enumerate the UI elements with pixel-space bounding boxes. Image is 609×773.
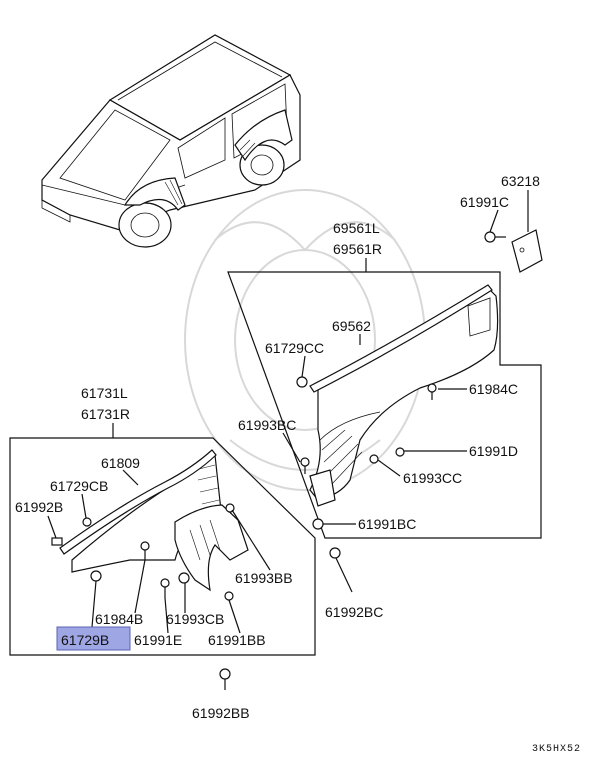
right-group-fasteners (296, 376, 437, 559)
label-69562[interactable]: 69562 (332, 318, 371, 334)
left-group-fasteners (51, 503, 235, 690)
front-flare-moulding-part (59, 449, 217, 555)
label-61984C[interactable]: 61984C (469, 381, 518, 397)
highlight-61729B (56, 626, 131, 651)
figure-code: 3K5HX52 (532, 744, 581, 755)
label-61729B[interactable]: 61729B (61, 632, 109, 648)
leader-lines (47, 190, 529, 634)
bracket-63218-part (484, 229, 543, 273)
label-61993CC[interactable]: 61993CC (403, 470, 462, 486)
label-69561R[interactable]: 69561R (333, 241, 382, 257)
label-61992B[interactable]: 61992B (15, 499, 63, 515)
label-61729CC[interactable]: 61729CC (265, 340, 324, 356)
label-61991BB[interactable]: 61991BB (208, 632, 266, 648)
front-flare-group-frame (9, 437, 316, 656)
label-61993BC[interactable]: 61993BC (238, 417, 296, 433)
label-61991D[interactable]: 61991D (469, 443, 518, 459)
label-63218[interactable]: 63218 (501, 173, 540, 189)
label-61729CB[interactable]: 61729CB (50, 478, 108, 494)
front-fender-flare-part (71, 454, 249, 592)
label-61991E[interactable]: 61991E (134, 632, 182, 648)
label-61731R[interactable]: 61731R (81, 406, 130, 422)
rear-flare-moulding-part (309, 284, 493, 393)
rear-flare-group-frame (227, 271, 542, 539)
label-61991BC[interactable]: 61991BC (358, 516, 416, 532)
label-61991C[interactable]: 61991C (460, 194, 509, 210)
label-61992BC[interactable]: 61992BC (325, 604, 383, 620)
label-61731L[interactable]: 61731L (81, 385, 128, 401)
vehicle-illustration (41, 34, 301, 248)
label-61993BB[interactable]: 61993BB (235, 570, 293, 586)
label-61984B[interactable]: 61984B (95, 611, 143, 627)
label-61809[interactable]: 61809 (101, 455, 140, 471)
label-69561L[interactable]: 69561L (333, 220, 380, 236)
label-61993CB[interactable]: 61993CB (166, 611, 224, 627)
part-labels: 63218 61991C 69561L 69561R 69562 61729CC… (15, 173, 581, 755)
label-61992BB[interactable]: 61992BB (192, 705, 250, 721)
